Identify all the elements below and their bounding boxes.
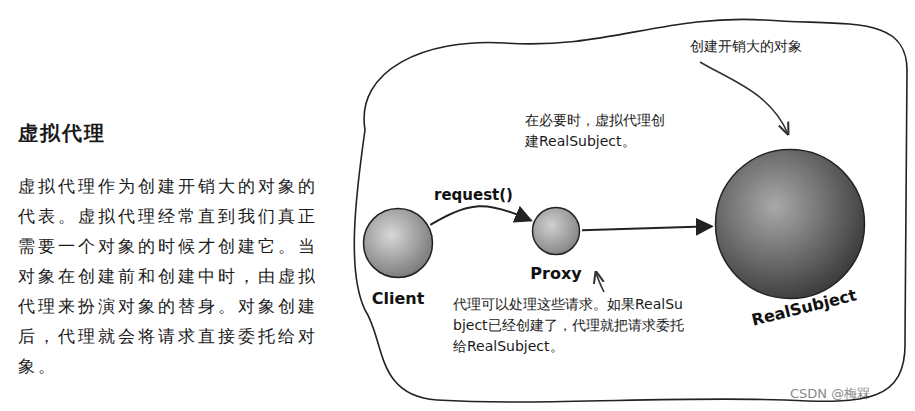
connector-arrow [582, 226, 712, 230]
annotation-note: 代理可以处理这些请求。如果RealSubject已经创建了，代理就把请求委托给R… [453, 294, 689, 357]
connector-arrow [430, 206, 531, 225]
circle-outline [533, 208, 580, 255]
object-name: Client [372, 289, 425, 308]
object-circle: Client [362, 207, 434, 279]
leader-line [596, 272, 604, 292]
circle-outline [364, 209, 433, 278]
circle-outline [716, 150, 865, 299]
description-text: 虚拟代理作为创建开销大的对象的代表。虚拟代理经常直到我们真正需要一个对象的时候才… [18, 171, 330, 381]
leader-line [700, 62, 788, 134]
annotation-note: 创建开销大的对象 [690, 36, 802, 57]
title: 虚拟代理 [18, 120, 106, 147]
scene-region: 创建开销大的对象在必要时，虚拟代理创建RealSubject。代理可以处理这些请… [345, 10, 911, 408]
object-circle: RealSubject [714, 148, 866, 300]
circle-shape [714, 148, 866, 300]
object-name: Proxy [530, 264, 581, 283]
region-outline-path [354, 19, 907, 402]
object-circle: Proxy [531, 206, 581, 256]
circle-shape [531, 206, 581, 256]
annotation-note: 在必要时，虚拟代理创建RealSubject。 [525, 110, 665, 152]
edge-label: request() [432, 186, 515, 204]
circle-shape [362, 207, 434, 279]
